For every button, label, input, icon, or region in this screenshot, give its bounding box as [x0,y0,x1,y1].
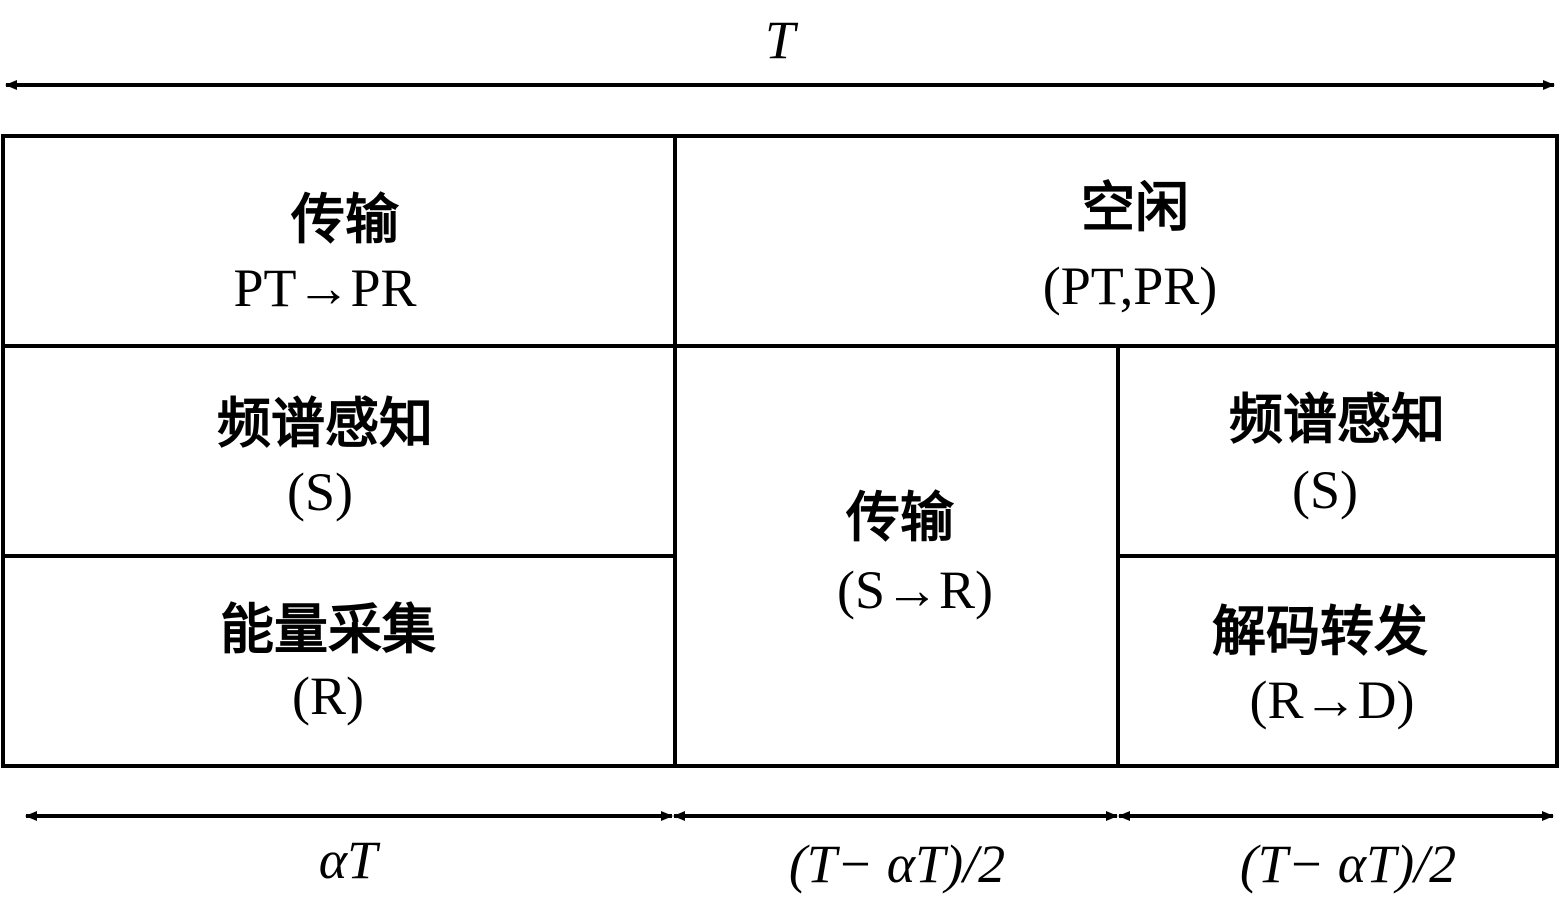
cell-phase3-sensing-subtitle: (S) [1292,460,1358,520]
phase1-duration-label: αT [319,830,381,890]
cell-phase3-decode-title: 解码转发 [1212,599,1428,663]
cell-phase2-transmission: 传输 (S→R) [837,485,993,620]
phase3-duration-label: (T− αT)/2 [1240,834,1456,894]
cell-phase3-decode-subtitle: (R→D) [1250,670,1415,730]
total-duration-label: T [765,10,799,70]
cell-idle-subtitle: (PT,PR) [1043,256,1218,316]
cell-phase1-energy-title: 能量采集 [220,597,436,661]
cell-pt-transmission: 传输 PT→PR [233,187,416,318]
cell-idle: 空闲 (PT,PR) [1043,175,1218,316]
cell-phase2-transmission-subtitle: (S→R) [837,560,993,620]
cell-phase3-sensing-title: 频谱感知 [1229,387,1445,451]
cell-pt-transmission-subtitle: PT→PR [233,258,416,318]
cell-phase3-decode-forward: 解码转发 (R→D) [1212,599,1428,730]
cell-phase1-sensing-subtitle: (S) [287,462,353,522]
cell-phase2-transmission-title: 传输 [845,485,955,549]
cell-phase3-spectrum-sensing: 频谱感知 (S) [1229,387,1445,520]
cell-phase1-sensing-title: 频谱感知 [217,391,433,455]
cell-phase1-energy-harvesting: 能量采集 (R) [220,597,436,726]
cell-phase1-spectrum-sensing: 频谱感知 (S) [217,391,433,522]
phase2-duration-label: (T− αT)/2 [789,834,1005,894]
cell-idle-title: 空闲 [1081,175,1189,239]
frame-border [1,134,1559,768]
cell-phase1-energy-subtitle: (R) [292,666,364,726]
cell-pt-transmission-title: 传输 [290,187,400,251]
